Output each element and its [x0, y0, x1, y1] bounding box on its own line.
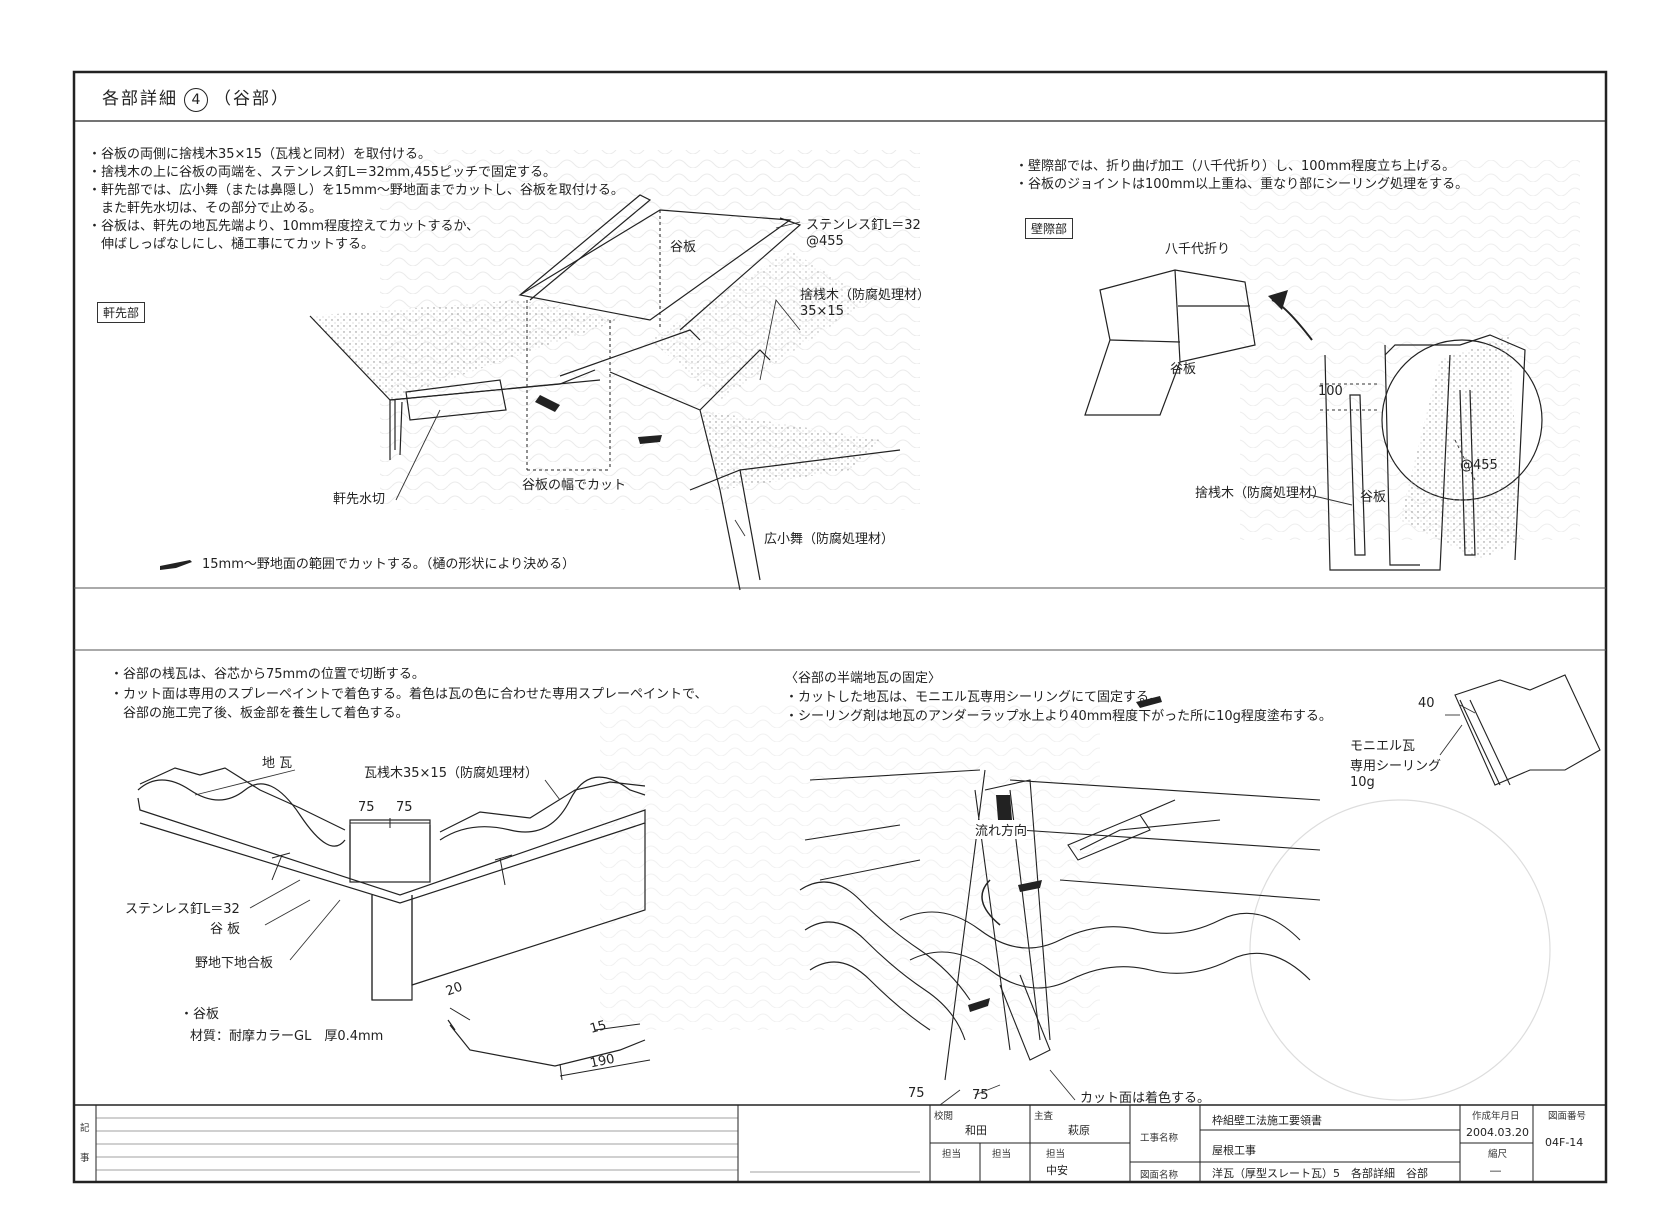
label-substrate: 野地下地合板 — [195, 956, 274, 971]
tb-date-label: 作成年月日 — [1472, 1111, 1520, 1122]
title-prefix: 各部詳細 — [102, 89, 178, 109]
material-spec: 材質：耐摩カラーGL 厚0.4mm — [190, 1029, 384, 1044]
tb-drawing-label: 図面名称 — [1140, 1170, 1179, 1181]
tag-wall-side: 壁際部 — [1025, 218, 1074, 239]
tb-staff-label-2: 担当 — [992, 1149, 1012, 1160]
label-nail-pitch: @455 — [806, 234, 844, 249]
tl-note-4: また軒先水切は、その部分で止める。 — [88, 201, 323, 216]
br-note-1: ・カットした地瓦は、モニエル瓦専用シーリングにて固定する。 — [785, 690, 1163, 705]
dim-75-a: 75 — [358, 800, 375, 815]
label-fascia: 広小舞（防腐処理材） — [764, 532, 895, 547]
label-sealant-2: 専用シーリング — [1350, 759, 1442, 774]
tb-check-value: 和田 — [965, 1124, 987, 1137]
tr-note-2: ・谷板のジョイントは100mm以上重ね、重なり部にシーリング処理をする。 — [1015, 177, 1469, 192]
tb-staff-value-3: 中安 — [1046, 1164, 1068, 1177]
bl-note-3: 谷部の施工完了後、板金部を養生して着色する。 — [110, 706, 409, 721]
tb-scale-label: 縮尺 — [1488, 1149, 1508, 1160]
label-wall-batten: 捨桟木（防腐処理材） — [1195, 486, 1326, 501]
sheet-title: 各部詳細 4 （谷部） — [102, 84, 290, 112]
tb-staff-label-3: 担当 — [1046, 1149, 1066, 1160]
outer-frame — [72, 70, 1608, 1184]
br-note-2: ・シーリング剤は地瓦のアンダーラップ水上より40mm程度下がった所に10g程度塗… — [785, 709, 1332, 724]
legend-cut-range: 15mm〜野地面の範囲でカットする。（樋の形状により決める） — [202, 557, 576, 572]
tb-chief-value: 萩原 — [1068, 1124, 1090, 1137]
label-flow-direction: 流れ方向 — [975, 820, 1028, 839]
label-sealant-amount: 10g — [1350, 775, 1375, 790]
tl-note-6: 伸ばしっぱなしにし、樋工事にてカットする。 — [88, 237, 375, 252]
label-cut-face: カット面は着色する。 — [1080, 1091, 1211, 1106]
dim-75-b: 75 — [396, 800, 413, 815]
label-batten-size: 35×15 — [800, 304, 844, 319]
tb-remarks-2: 事 — [80, 1153, 90, 1164]
tag-eave: 軒先部 — [97, 302, 146, 323]
tb-date-value: 2004.03.20 — [1466, 1126, 1529, 1139]
tl-note-5: ・谷板は、軒先の地瓦先端より、10mm程度控えてカットするか、 — [88, 219, 480, 234]
bl-note-2: ・カット面は専用のスプレーペイントで着色する。着色は瓦の色に合わせた専用スプレー… — [110, 687, 708, 702]
tl-note-3: ・軒先部では、広小舞（または鼻隠し）を15mm〜野地面までカットし、谷板を取付け… — [88, 183, 624, 198]
tb-chief-label: 主査 — [1034, 1111, 1054, 1122]
tb-scale-value: ― — [1490, 1164, 1501, 1177]
br-heading: 〈谷部の半端地瓦の固定〉 — [785, 671, 942, 686]
label-pitch-455: @455 — [1460, 458, 1498, 473]
label-nail: ステンレス釘L＝32 — [806, 218, 921, 233]
label-valley-board-fold: 谷板 — [1170, 362, 1197, 377]
tb-remarks-1: 記 — [80, 1123, 90, 1134]
label-tile-batten: 瓦桟木35×15（防腐処理材） — [364, 766, 538, 781]
dim-75-c: 75 — [908, 1086, 925, 1101]
label-ground-tile: 地 瓦 — [262, 756, 293, 771]
label-batten: 捨桟木（防腐処理材） — [800, 288, 931, 303]
title-suffix: （谷部） — [214, 89, 290, 109]
label-rise-100: 100 — [1318, 384, 1343, 399]
label-eave-flashing: 軒先水切 — [333, 492, 386, 507]
title-number-badge: 4 — [184, 88, 208, 112]
dim-40: 40 — [1418, 696, 1435, 711]
tb-project-label: 工事名称 — [1140, 1133, 1179, 1144]
tl-note-1: ・谷板の両側に捨桟木35×15（瓦桟と同材）を取付ける。 — [88, 147, 431, 162]
label-yachiyo-fold: 八千代折り — [1165, 242, 1231, 257]
bl-note-1: ・谷部の桟瓦は、谷芯から75mmの位置で切断する。 — [110, 667, 425, 682]
label-cut-width: 谷板の幅でカット — [522, 478, 627, 493]
label-stainless-nail: ステンレス釘L＝32 — [125, 902, 240, 917]
tb-check-label: 校閲 — [934, 1111, 954, 1122]
label-sealant-1: モニエル瓦 — [1350, 739, 1416, 754]
material-title: ・谷板 — [180, 1007, 220, 1022]
dim-75-d: 75 — [972, 1088, 989, 1103]
tb-drawing-name: 洋瓦（厚型スレート瓦）5 各部詳細 谷部 — [1212, 1167, 1428, 1180]
tb-no-label: 図面番号 — [1548, 1111, 1587, 1122]
tb-no-value: 04F-14 — [1545, 1136, 1584, 1149]
tl-note-2: ・捨桟木の上に谷板の両端を、ステンレス釘L＝32mm,455ピッチで固定する。 — [88, 165, 557, 180]
label-valley-board: 谷板 — [670, 240, 697, 255]
label-valley-board-section: 谷 板 — [210, 922, 241, 937]
label-valley-board-wall: 谷板 — [1360, 490, 1387, 505]
tb-staff-label-1: 担当 — [942, 1149, 962, 1160]
tb-project-1: 枠組壁工法施工要領書 — [1212, 1114, 1322, 1127]
tr-note-1: ・壁際部では、折り曲げ加工（八千代折り）し、100mm程度立ち上げる。 — [1015, 159, 1456, 174]
tb-project-2: 屋根工事 — [1212, 1144, 1256, 1157]
